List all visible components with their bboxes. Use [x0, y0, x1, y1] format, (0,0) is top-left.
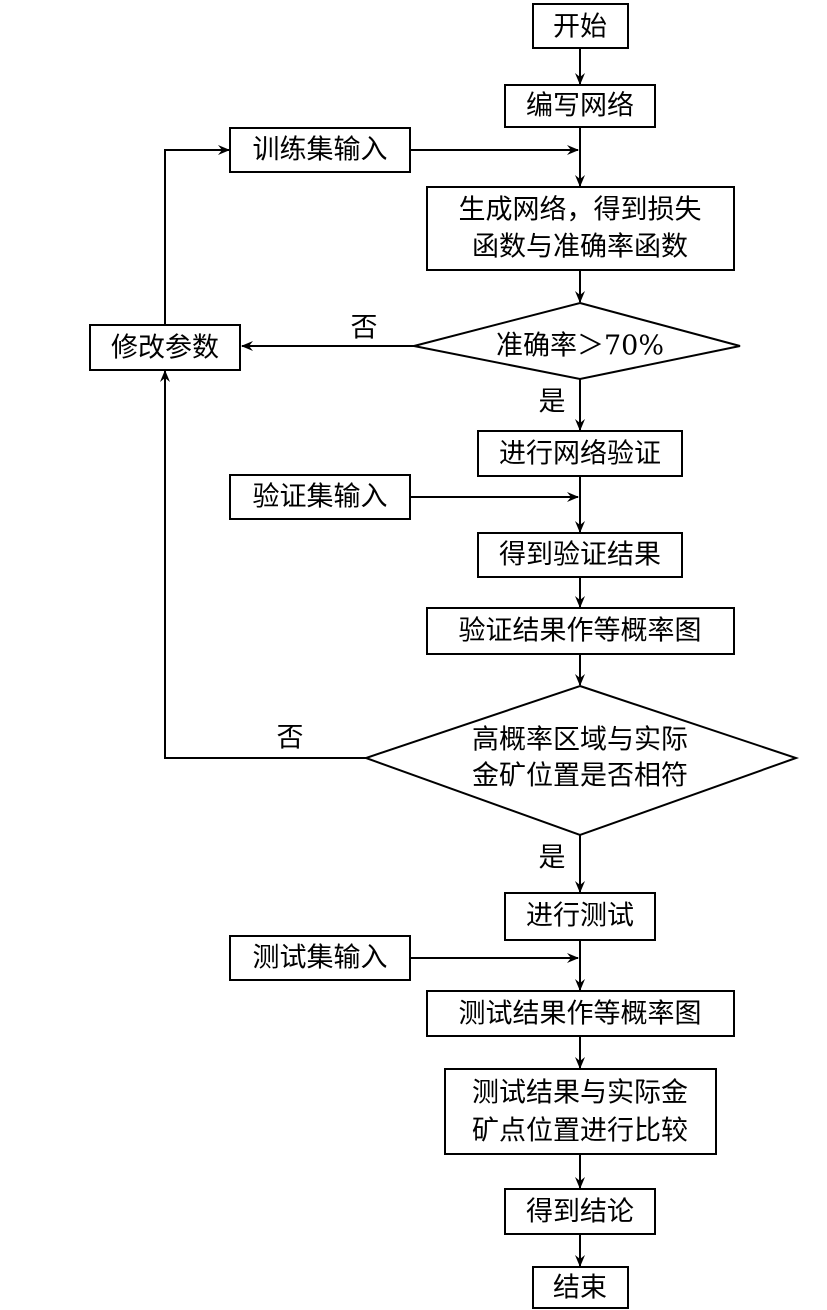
generate-network-node: 生成网络，得到损失 函数与准确率函数	[426, 186, 735, 271]
conclusion-node: 得到结论	[504, 1188, 656, 1235]
train-input-node: 训练集输入	[229, 127, 411, 173]
match-decision-line-1: 高概率区域与实际	[472, 725, 688, 756]
edge-label-yes-accuracy: 是	[539, 387, 566, 418]
compare-line-1: 测试结果与实际金	[472, 1078, 688, 1109]
accuracy-decision-label: 准确率＞70%	[496, 331, 664, 362]
edge-match-check-no-to-modify	[160, 370, 366, 759]
start-node: 开始	[532, 3, 629, 49]
train-input-label: 训练集输入	[253, 135, 388, 166]
end-label: 结束	[553, 1273, 607, 1304]
test-input-node: 测试集输入	[229, 935, 411, 981]
validation-result-label: 得到验证结果	[499, 540, 661, 571]
validation-map-label: 验证结果作等概率图	[459, 616, 702, 647]
run-test-label: 进行测试	[526, 901, 634, 932]
validation-map-node: 验证结果作等概率图	[426, 607, 735, 655]
generate-network-line-2: 函数与准确率函数	[472, 232, 688, 263]
test-map-node: 测试结果作等概率图	[426, 990, 735, 1037]
compare-node: 测试结果与实际金 矿点位置进行比较	[444, 1068, 717, 1155]
validate-network-label: 进行网络验证	[499, 439, 661, 470]
match-decision-node: 高概率区域与实际 金矿位置是否相符	[362, 684, 800, 837]
end-node: 结束	[532, 1266, 629, 1309]
compare-line-2: 矿点位置进行比较	[472, 1116, 688, 1147]
write-network-node: 编写网络	[504, 84, 656, 128]
match-decision-line-2: 金矿位置是否相符	[472, 761, 688, 792]
run-test-node: 进行测试	[504, 892, 656, 941]
generate-network-line-1: 生成网络，得到损失	[459, 195, 702, 226]
modify-params-label: 修改参数	[111, 333, 219, 364]
accuracy-decision-node: 准确率＞70%	[413, 301, 741, 381]
edge-label-no-match: 否	[277, 723, 304, 754]
validation-input-node: 验证集输入	[229, 474, 411, 520]
validation-result-node: 得到验证结果	[477, 532, 683, 578]
edge-label-yes-match: 是	[539, 843, 566, 874]
start-label: 开始	[553, 12, 607, 43]
validate-network-node: 进行网络验证	[477, 430, 683, 477]
modify-params-node: 修改参数	[89, 324, 241, 371]
test-map-label: 测试结果作等概率图	[459, 999, 702, 1030]
edges	[160, 48, 585, 1267]
edge-label-no-accuracy: 否	[351, 313, 378, 344]
conclusion-label: 得到结论	[526, 1197, 634, 1228]
validation-input-label: 验证集输入	[253, 482, 388, 513]
edge-modify-to-train-input	[164, 145, 230, 325]
write-network-label: 编写网络	[526, 91, 634, 122]
test-input-label: 测试集输入	[253, 943, 388, 974]
